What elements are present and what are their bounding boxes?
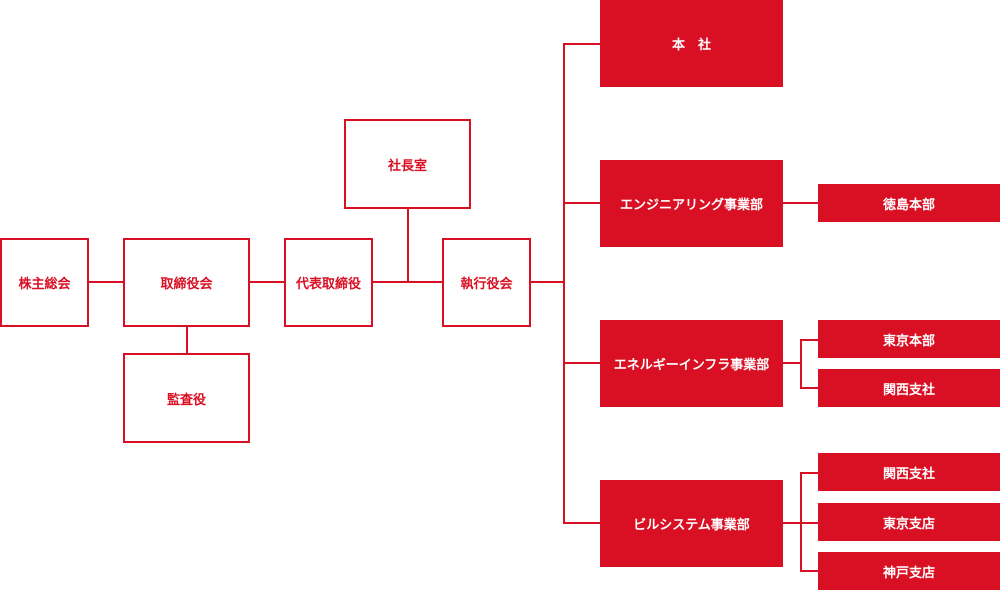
branch-engineering xyxy=(563,202,601,204)
tokyo-headquarters-box: 東京本部 xyxy=(818,320,1000,358)
connector-board-auditor xyxy=(186,326,188,354)
head-office-box: 本 社 xyxy=(600,0,783,87)
branch-building xyxy=(563,522,601,524)
engineering-division-box: エンジニアリング事業部 xyxy=(600,160,783,247)
executive-committee-box: 執行役会 xyxy=(442,238,531,327)
shareholders-meeting-box: 株主総会 xyxy=(0,238,89,327)
connector-energy-sub xyxy=(783,362,801,364)
connector-president-office xyxy=(407,208,409,283)
connector-building-sub-3 xyxy=(800,570,818,572)
trunk-vertical xyxy=(563,43,565,524)
kansai-branch-box: 関西支社 xyxy=(818,453,1000,491)
president-office-box: 社長室 xyxy=(344,119,471,209)
tokushima-headquarters-box: 徳島本部 xyxy=(818,184,1000,222)
connector-energy-sub-2 xyxy=(800,387,818,389)
connector-energy-sub-vertical xyxy=(800,339,802,389)
tokyo-branch-box: 東京支店 xyxy=(818,503,1000,541)
board-of-directors-box: 取締役会 xyxy=(123,238,250,327)
connector-energy-sub-1 xyxy=(800,339,818,341)
auditor-box: 監査役 xyxy=(123,353,250,443)
connector-executive-trunk xyxy=(530,281,564,283)
energy-infrastructure-division-box: エネルギーインフラ事業部 xyxy=(600,320,783,407)
connector-shareholders-board xyxy=(88,281,124,283)
connector-building-sub-1 xyxy=(800,472,818,474)
kobe-branch-box: 神戸支店 xyxy=(818,552,1000,590)
building-systems-division-box: ビルシステム事業部 xyxy=(600,480,783,567)
branch-energy xyxy=(563,362,601,364)
kansai-branch-box: 関西支社 xyxy=(818,369,1000,407)
connector-building-sub xyxy=(783,522,801,524)
representative-director-box: 代表取締役 xyxy=(284,238,373,327)
connector-building-sub-2 xyxy=(800,522,818,524)
branch-head-office xyxy=(563,43,601,45)
connector-board-president xyxy=(249,281,285,283)
connector-engineering-sub xyxy=(783,202,818,204)
